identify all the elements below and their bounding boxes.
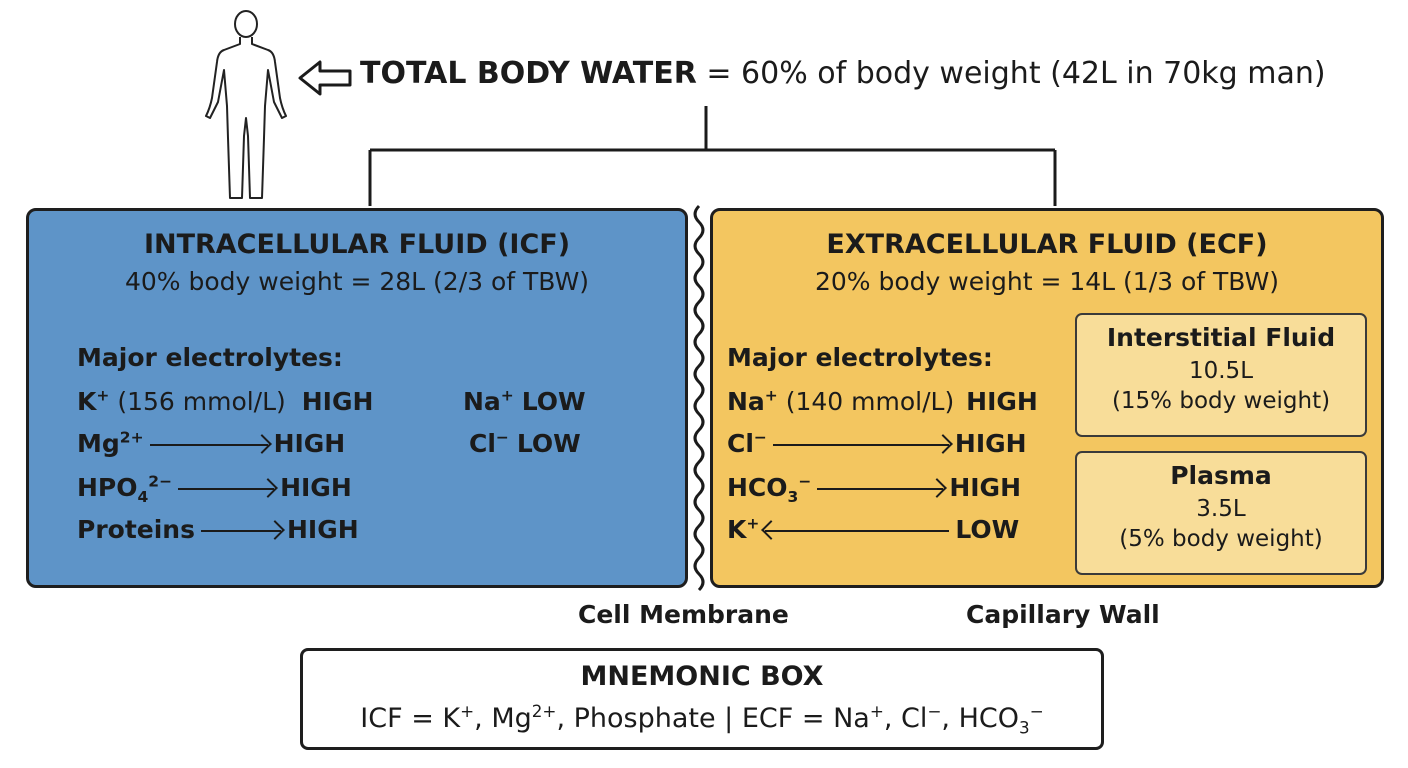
ecf-row-k: K+LOW	[727, 514, 1020, 544]
icf-row-hpo4: HPO42−HIGH	[77, 472, 352, 506]
right-arrow-icon	[149, 444, 268, 446]
mnemonic-text: ICF = K+, Mg2+, Phosphate | ECF = Na+, C…	[360, 701, 1044, 738]
left-arrow-icon	[298, 60, 352, 96]
cell-membrane-line	[693, 204, 705, 592]
plasma-box: Plasma 3.5L (5% body weight)	[1075, 451, 1367, 575]
interstitial-fluid-box: Interstitial Fluid 10.5L (15% body weigh…	[1075, 313, 1367, 437]
ecf-panel: EXTRACELLULAR FLUID (ECF) 20% body weigh…	[710, 208, 1384, 588]
icf-subtitle: 40% body weight = 28L (2/3 of TBW)	[124, 267, 590, 296]
ecf-electrolytes-heading: Major electrolytes:	[727, 343, 993, 372]
right-arrow-icon	[200, 530, 281, 532]
ecf-row-hco3: HCO3−HIGH	[727, 472, 1021, 506]
icf-row-mg: Mg2+HIGH	[77, 428, 346, 458]
ecf-row-cl: Cl−HIGH	[727, 428, 1027, 458]
icf-electrolytes-heading: Major electrolytes:	[77, 343, 343, 372]
right-arrow-icon	[817, 488, 944, 490]
icf-low-cl: Cl− LOW	[469, 428, 581, 458]
cell-membrane-label: Cell Membrane	[578, 600, 789, 629]
page-title: TOTAL BODY WATER = 60% of body weight (4…	[360, 56, 1326, 91]
right-arrow-icon	[772, 444, 949, 446]
human-figure-icon	[205, 10, 287, 199]
mnemonic-title: MNEMONIC BOX	[580, 661, 824, 692]
capillary-wall-label: Capillary Wall	[966, 600, 1160, 629]
icf-low-na: Na+ LOW	[463, 386, 586, 416]
icf-title: INTRACELLULAR FLUID (ICF)	[143, 229, 571, 260]
ecf-title: EXTRACELLULAR FLUID (ECF)	[826, 229, 1268, 260]
mnemonic-box: MNEMONIC BOX ICF = K+, Mg2+, Phosphate |…	[300, 648, 1104, 750]
icf-panel: INTRACELLULAR FLUID (ICF) 40% body weigh…	[26, 208, 688, 588]
right-arrow-icon	[178, 488, 275, 490]
left-arrow-icon	[765, 530, 950, 532]
ecf-row-na: Na+ (140 mmol/L) HIGH	[727, 386, 1038, 416]
ecf-subtitle: 20% body weight = 14L (1/3 of TBW)	[814, 267, 1280, 296]
icf-row-k: K+ (156 mmol/L) HIGH	[77, 386, 374, 416]
